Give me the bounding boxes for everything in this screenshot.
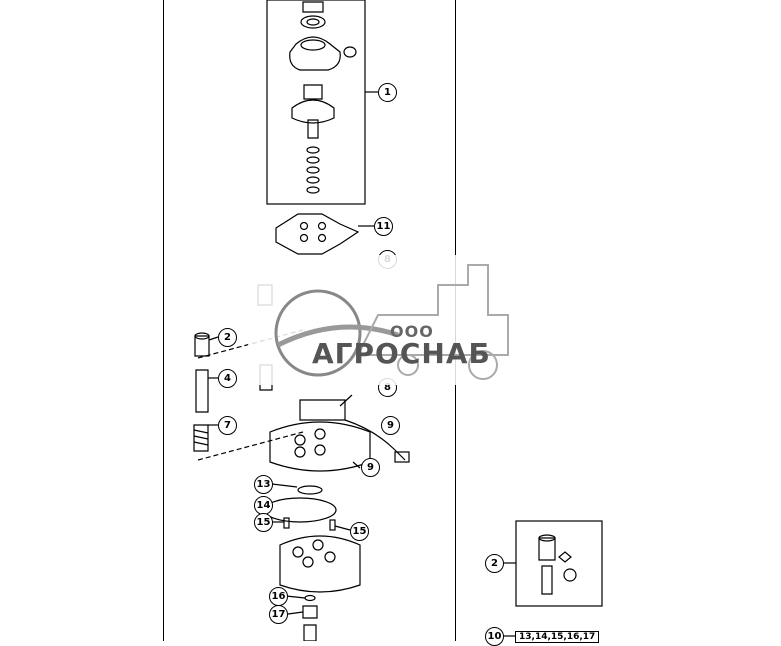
callout-16: 16	[269, 587, 288, 606]
assembly-1-box	[266, 0, 366, 205]
callout-9-lower: 9	[361, 458, 380, 477]
kit-2-box	[515, 520, 603, 607]
callout-10: 10	[485, 627, 504, 646]
frame-left-line	[163, 0, 164, 641]
callout-7: 7	[218, 416, 237, 435]
callout-9-upper: 9	[381, 416, 400, 435]
callout-17: 17	[269, 605, 288, 624]
callout-2: 2	[218, 328, 237, 347]
kit-contents-label: 13,14,15,16,17	[515, 631, 600, 643]
callout-11: 11	[374, 217, 393, 236]
watermark-logo-icon	[274, 264, 509, 380]
watermark-brand-name: АГРОСНАБ	[312, 337, 491, 370]
callout-13: 13	[254, 475, 273, 494]
watermark-prefix: ООО	[390, 322, 434, 341]
callout-1: 1	[378, 83, 397, 102]
callout-2-kit: 2	[485, 554, 504, 573]
callout-15-left: 15	[254, 513, 273, 532]
callout-4: 4	[218, 369, 237, 388]
callout-15-right: 15	[350, 522, 369, 541]
